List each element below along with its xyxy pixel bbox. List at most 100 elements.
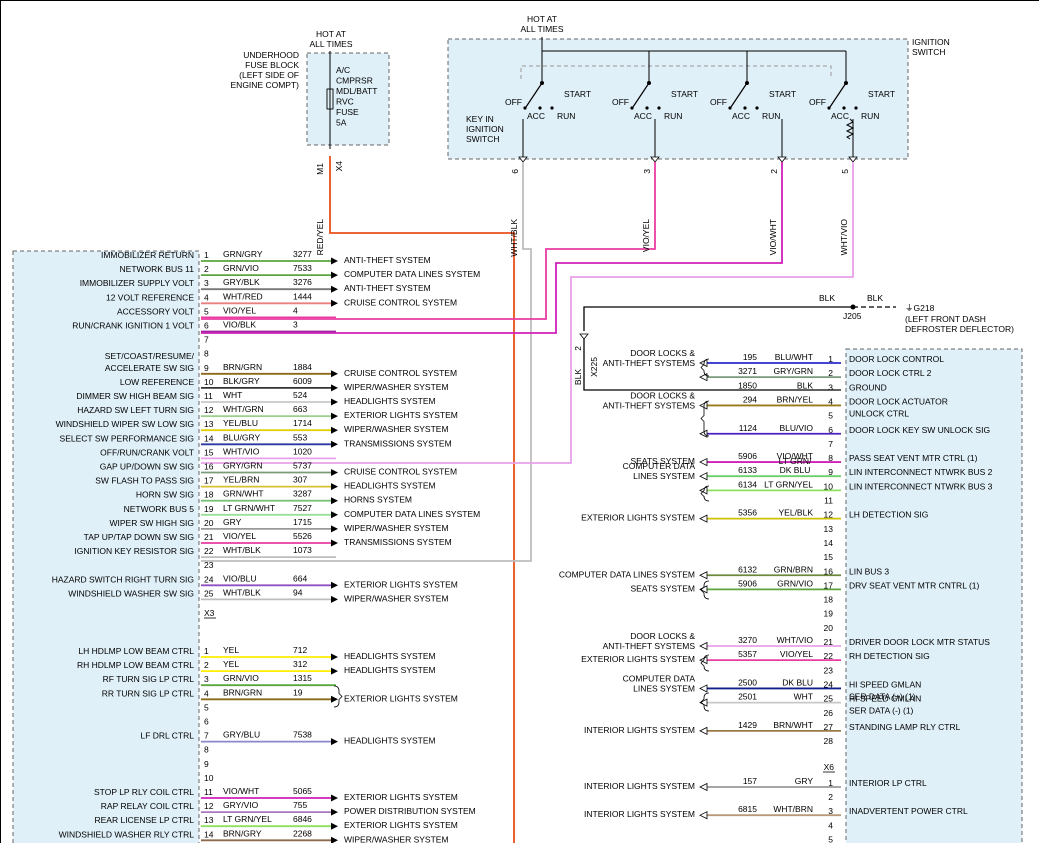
left-row-circuit: 307 — [293, 475, 307, 485]
left-row-pin: 2 — [204, 264, 209, 274]
right-row-wire-color: LT GRN/YEL — [764, 479, 813, 489]
left-row-circuit: 94 — [293, 587, 303, 597]
left-row-label: ACCESSORY VOLT — [117, 306, 194, 316]
right-row-pin: 9 — [828, 467, 833, 477]
left-row-arrow — [331, 539, 338, 547]
switch-run-label: RUN — [762, 111, 780, 121]
switch-start-label: START — [671, 89, 698, 99]
right-row-source: SEATS SYSTEM — [630, 456, 695, 466]
fuse-block-label: ENGINE COMPT) — [231, 80, 300, 90]
left-row-pin: 12 — [204, 405, 214, 415]
hot-at-all-times-label: HOT AT — [316, 29, 346, 39]
left-row-pin: 14 — [204, 433, 214, 443]
left-row2-pin: 9 — [204, 759, 209, 769]
wire-red-yel — [329, 156, 515, 843]
switch-off-label: OFF — [505, 97, 522, 107]
left-row2-circuit: 6846 — [293, 814, 312, 824]
right-row-pin: 2 — [828, 368, 833, 378]
left-row-pin: 18 — [204, 490, 214, 500]
right-row2-circuit: 157 — [743, 776, 757, 786]
left-row-destination: HORNS SYSTEM — [344, 495, 412, 505]
right-row-label: HI SPEED GMLAN — [849, 679, 921, 689]
left-row-wire-color: WHT/GRN — [223, 404, 264, 414]
left-row-circuit: 4 — [293, 305, 298, 315]
right-row2-source: INTERIOR LIGHTS SYSTEM — [584, 809, 695, 819]
right-row-arrow — [699, 486, 708, 495]
wire-vio-wht — [201, 162, 783, 334]
right-row-pin: 24 — [824, 679, 834, 689]
left-row-circuit: 3 — [293, 320, 298, 330]
left-row2-wire-color: GRY/BLU — [223, 730, 260, 740]
right-row-source: COMPUTER DATA LINES SYSTEM — [559, 569, 695, 579]
right-row-arrow — [699, 457, 708, 467]
left-row-label: OFF/RUN/CRANK VOLT — [100, 447, 194, 457]
left-row-arrow — [331, 497, 338, 505]
left-row-pin: 10 — [204, 377, 214, 387]
left-row2-destination: POWER DISTRIBUTION SYSTEM — [344, 806, 476, 816]
left-row-label: NETWORK BUS 11 — [120, 264, 195, 274]
right-row-circuit: 1429 — [738, 720, 757, 730]
left-row2-label: RR TURN SIG LP CTRL — [102, 688, 195, 698]
resistor-icon — [845, 118, 855, 140]
left-row2-destination: EXTERIOR LIGHTS SYSTEM — [344, 693, 458, 703]
fuse-label: A/C — [336, 65, 350, 75]
left-row-arrow — [331, 511, 338, 519]
switch-contact — [728, 106, 732, 110]
right-row-source: INTERIOR LIGHTS SYSTEM — [584, 725, 695, 735]
right-row-circuit: 2501 — [738, 692, 757, 702]
switch-run-label: RUN — [861, 111, 879, 121]
left-row-destination: WIPER/WASHER SYSTEM — [344, 593, 449, 603]
splice-label: J205 — [843, 311, 862, 321]
left-row-pin: 22 — [204, 546, 214, 556]
left-row-label: SELECT SW PERFORMANCE SIG — [60, 433, 194, 443]
left-row2-pin: 3 — [204, 674, 209, 684]
ignition-pin-label: 2 — [769, 169, 779, 174]
left-row2-arrow — [331, 738, 338, 746]
right-row-circuit: 2500 — [738, 677, 757, 687]
right-row2-pin: 5 — [828, 834, 833, 843]
ignition-linkage — [520, 65, 832, 79]
left-row-wire-color: GRN/VIO — [223, 263, 259, 273]
left-row-wire-color: GRY/BLK — [223, 277, 260, 287]
left-row-label: LOW REFERENCE — [120, 377, 194, 387]
switch-off-label: OFF — [710, 97, 727, 107]
right-row2-source: INTERIOR LIGHTS SYSTEM — [584, 781, 695, 791]
right-row-pin: 7 — [828, 439, 833, 449]
right-row-source: COMPUTER DATA — [623, 461, 696, 471]
fuse-label: FUSE — [336, 107, 359, 117]
right-row-pin: 4 — [828, 396, 833, 406]
ground-location-label: (LEFT FRONT DASH — [905, 314, 986, 324]
left-row2-destination: HEADLIGHTS SYSTEM — [344, 736, 436, 746]
left-row-arrow — [331, 370, 338, 378]
switch-start-label: START — [564, 89, 591, 99]
left-row-pin: 16 — [204, 462, 214, 472]
right-row-wire-color: BLU/WHT — [775, 352, 813, 362]
left-row-circuit: 3276 — [293, 277, 312, 287]
left-row2-wire-color: YEL — [223, 659, 239, 669]
fuse-block-box — [306, 52, 390, 146]
right-row-arrow — [699, 514, 708, 523]
right-row-wire-color: GRY/GRN — [773, 366, 813, 376]
left-row-circuit: 1020 — [293, 446, 312, 456]
left-row-pin: 8 — [204, 349, 209, 359]
right-row-label: SER DATA (-) (1) — [849, 706, 914, 716]
left-row-arrow — [331, 257, 338, 265]
right-row-wire-color: VIO/YEL — [780, 649, 813, 659]
left-row-circuit: 5526 — [293, 531, 312, 541]
connector-icon — [777, 156, 787, 163]
right-row-arrow — [699, 571, 708, 580]
left-row2-circuit: 7538 — [293, 730, 312, 740]
left-row-wire-color: WHT/VIO — [223, 446, 260, 456]
left-row-pin: 17 — [204, 476, 214, 486]
left-row-wire-color: WHT — [223, 390, 242, 400]
right-row-source: EXTERIOR LIGHTS SYSTEM — [581, 654, 695, 664]
bracket — [700, 400, 710, 437]
hot-at-all-times-label-2: ALL TIMES — [521, 24, 564, 34]
right-row-source: ANTI-THEFT SYSTEMS — [603, 641, 696, 651]
left-row-pin: 4 — [204, 292, 209, 302]
left-row-destination: EXTERIOR LIGHTS SYSTEM — [344, 579, 458, 589]
left-row-label: RUN/CRANK IGNITION 1 VOLT — [72, 321, 194, 331]
right-row-wire-color: GRN/BRN — [774, 564, 813, 574]
